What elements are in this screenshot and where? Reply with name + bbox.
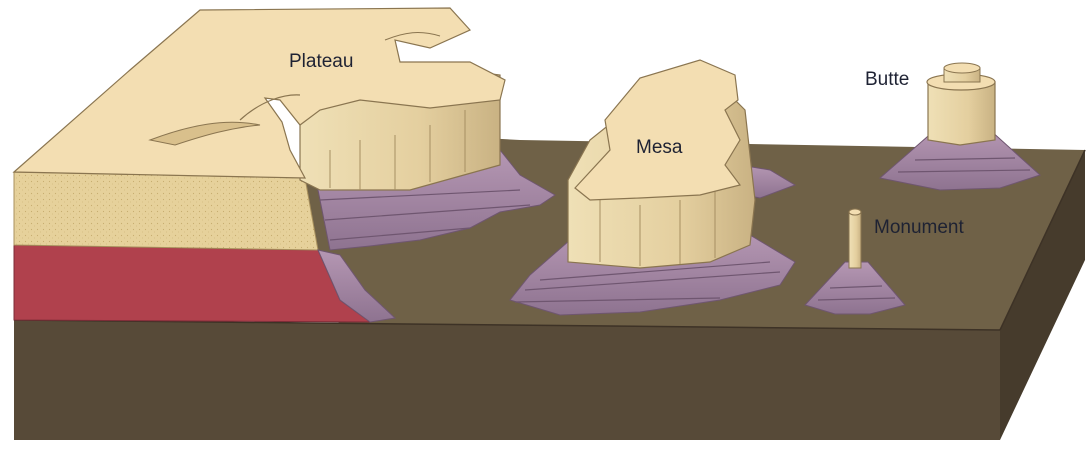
butte-label: Butte: [865, 69, 909, 90]
monument-label: Monument: [874, 217, 964, 238]
butte-cliff: [928, 82, 995, 145]
plateau-label: Plateau: [289, 51, 353, 72]
mesa-cap: [575, 60, 740, 200]
plateau-red-layer: [14, 245, 370, 322]
mesa-label: Mesa: [636, 137, 683, 158]
monument-spire: [849, 212, 861, 268]
plateau-sand-layer: [14, 172, 318, 250]
ground-front-face: [14, 320, 1000, 440]
butte-top-cap: [944, 63, 980, 73]
monument-spire-top: [849, 209, 861, 215]
